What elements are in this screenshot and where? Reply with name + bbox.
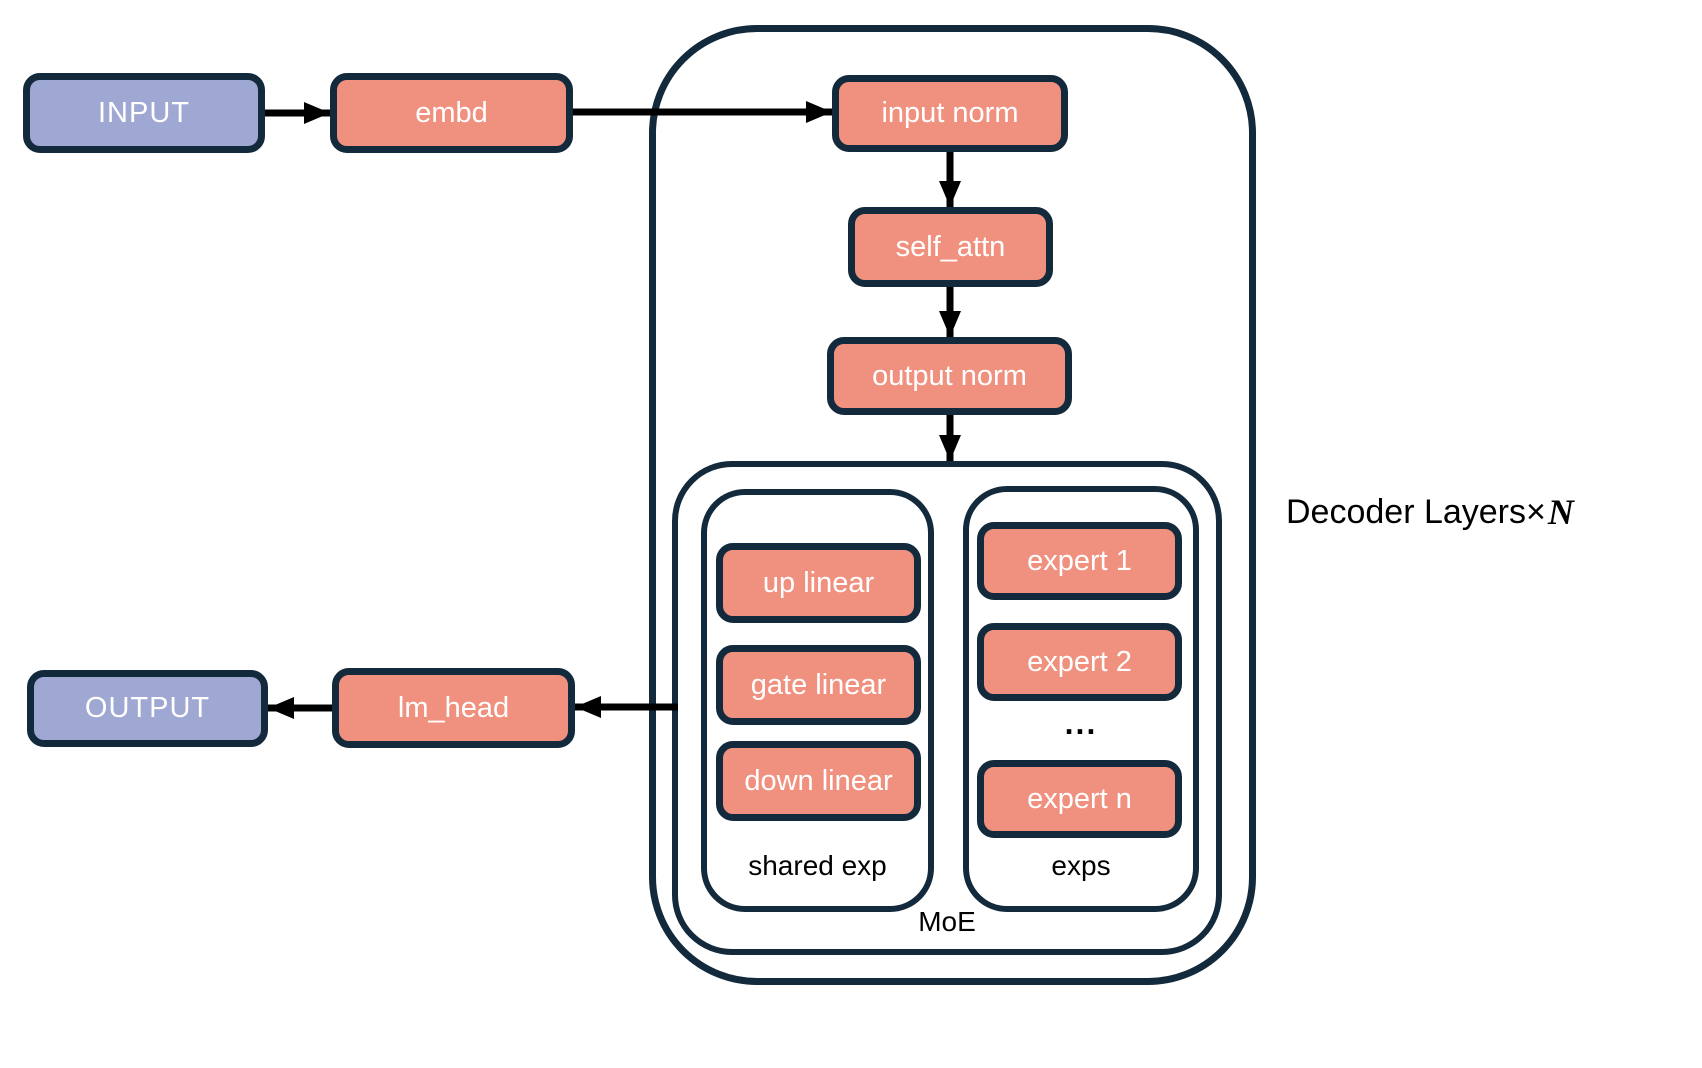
exps-label: exps (1051, 850, 1111, 881)
gate-linear-node: gate linear (716, 645, 921, 725)
shared-exp-container (701, 489, 934, 912)
decoder-layers-text: Decoder Layers (1286, 493, 1527, 531)
output-norm-node: output norm (827, 337, 1072, 415)
input-norm-node: input norm (832, 75, 1068, 152)
lm-head-node: lm_head (332, 668, 575, 748)
decoder-layers-label: Decoder Layers×N (1286, 492, 1574, 532)
experts-ellipsis: ... (1064, 705, 1098, 741)
moe-label: MoE (918, 906, 976, 937)
expert-n-node: expert n (977, 760, 1182, 838)
decoder-layers-container (649, 25, 1256, 985)
output-node: OUTPUT (27, 670, 268, 747)
decoder-n-symbol: N (1547, 492, 1574, 532)
shared-exp-label: shared exp (748, 850, 887, 881)
embd-node: embd (330, 73, 573, 153)
input-node: INPUT (23, 73, 265, 153)
multiply-sign: × (1526, 493, 1546, 531)
expert-1-node: expert 1 (977, 522, 1182, 600)
self-attn-node: self_attn (848, 207, 1053, 287)
expert-2-node: expert 2 (977, 623, 1182, 701)
exps-container (963, 486, 1199, 912)
up-linear-node: up linear (716, 543, 921, 623)
down-linear-node: down linear (716, 741, 921, 821)
